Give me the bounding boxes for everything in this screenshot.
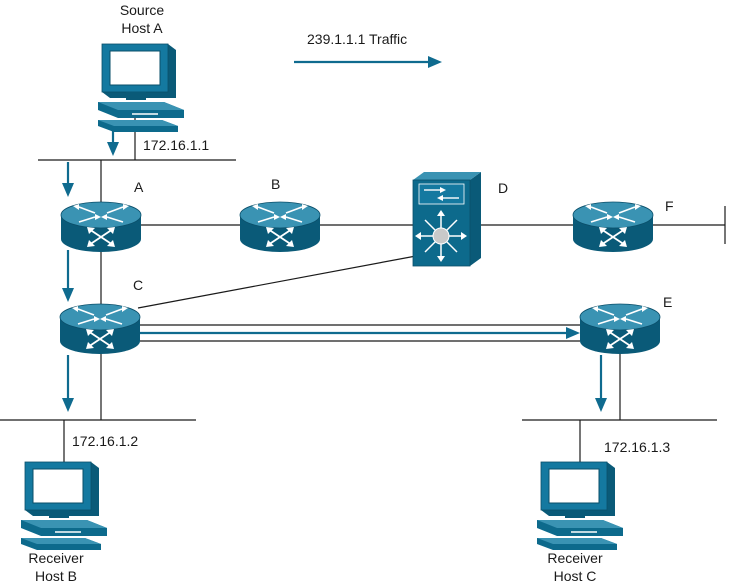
router-e-label: E	[663, 294, 672, 310]
link-c-d	[137, 255, 417, 309]
router-f: F	[572, 198, 674, 253]
receiver-c-name: Host C	[554, 568, 597, 584]
flow-arrow-source-lan	[107, 142, 119, 156]
receiver-host-b: 172.16.1.2 Receiver Host B	[20, 433, 138, 584]
flow-arrow-a-c	[62, 288, 74, 302]
multicast-flow	[62, 56, 607, 412]
source-host-title: Source	[120, 2, 165, 18]
receiver-c-title: Receiver	[547, 550, 603, 566]
workstation-icon	[536, 461, 624, 551]
flow-arrow-c-e	[566, 327, 580, 339]
router-icon	[60, 201, 142, 253]
receiver-c-ip: 172.16.1.3	[604, 439, 670, 455]
receiver-b-title: Receiver	[28, 550, 84, 566]
router-icon	[579, 303, 661, 355]
switch-d-label: D	[498, 180, 508, 196]
router-a-label: A	[134, 179, 144, 195]
router-icon	[59, 303, 141, 355]
legend-traffic-arrowhead	[428, 56, 442, 68]
source-host-ip: 172.16.1.1	[143, 137, 209, 153]
flow-arrow-c-lan-b	[62, 398, 74, 412]
router-c: C	[59, 277, 143, 355]
source-host-name: Host A	[121, 20, 163, 36]
router-c-label: C	[133, 277, 143, 293]
receiver-b-name: Host B	[35, 568, 77, 584]
network-links	[0, 110, 726, 462]
flow-arrow-e-lan-c	[595, 398, 607, 412]
router-icon	[572, 201, 654, 253]
traffic-legend-label: 239.1.1.1 Traffic	[307, 31, 407, 47]
router-f-label: F	[665, 198, 674, 214]
router-b-label: B	[271, 176, 280, 192]
router-b: B	[239, 176, 321, 253]
receiver-host-c: 172.16.1.3 Receiver Host C	[536, 439, 670, 584]
router-e: E	[579, 294, 672, 355]
flow-arrow-lan-a	[62, 183, 74, 197]
receiver-b-ip: 172.16.1.2	[72, 433, 138, 449]
source-host-a: Source Host A 172.16.1.1	[97, 2, 209, 153]
router-icon	[239, 201, 321, 253]
switch-d: D	[412, 172, 508, 267]
multilayer-switch-icon	[412, 172, 481, 267]
workstation-icon	[97, 43, 185, 133]
router-a: A	[60, 179, 144, 253]
workstation-icon	[20, 461, 108, 551]
